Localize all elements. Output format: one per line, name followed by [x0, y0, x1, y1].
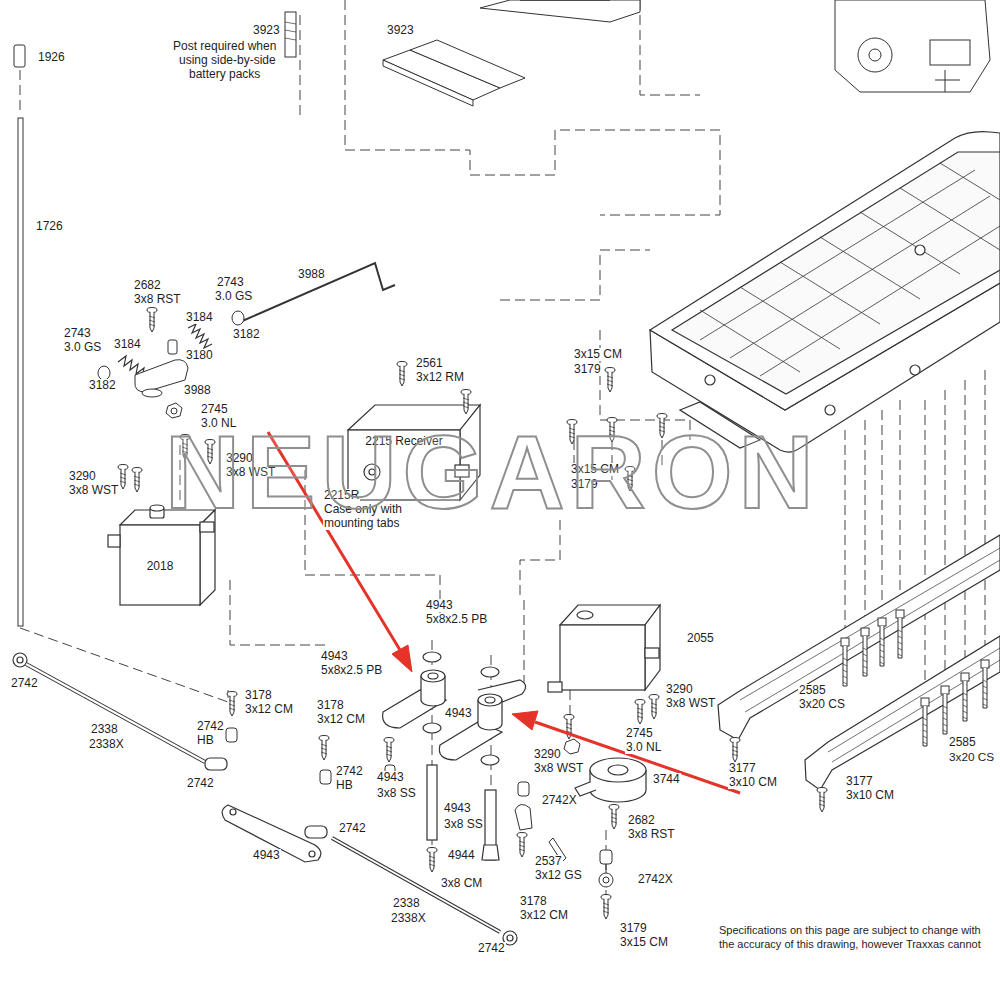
- callout-number: 3179: [573, 363, 602, 376]
- callout-number: 2742: [335, 765, 364, 778]
- callout-number: 4943: [252, 849, 281, 862]
- callout-number: 2585: [948, 736, 977, 749]
- callout-number: 3x8 RST: [627, 828, 676, 841]
- disclaimer-note: Specifications on this page are subject …: [718, 924, 982, 937]
- callout-number: 2742: [477, 942, 506, 955]
- callout-number: 3923: [386, 24, 415, 37]
- callout-number: 4943: [443, 802, 472, 815]
- callout-number: 4943: [444, 707, 473, 720]
- callout-number: 3x8 RST: [133, 293, 182, 306]
- callout-number: 1926: [37, 51, 66, 64]
- callout-number: 4943: [320, 650, 349, 663]
- callout-number: battery packs: [188, 68, 261, 81]
- callout-number: 3182: [88, 379, 117, 392]
- callout-number: 2743: [216, 276, 245, 289]
- callout-number: 2682: [133, 279, 162, 292]
- callout-number: 3179: [619, 922, 648, 935]
- callout-number: 2742: [338, 822, 367, 835]
- disclaimer-note: the accuracy of this drawing, however Tr…: [718, 938, 982, 951]
- callout-number: 3290: [665, 683, 694, 696]
- callout-number: using side-by-side: [178, 54, 277, 67]
- callout-number: 2742: [196, 720, 225, 733]
- callout-number: 3178: [244, 689, 273, 702]
- callout-number: 2742: [10, 677, 39, 690]
- callout-number: 2745: [200, 403, 229, 416]
- callout-number: 3184: [185, 311, 214, 324]
- callout-number: 3.0 GS: [63, 341, 102, 354]
- callout-number: 3178: [316, 699, 345, 712]
- callout-number: 3290: [533, 748, 562, 761]
- callout-number: 2745: [625, 727, 654, 740]
- callout-number: 3988: [297, 268, 326, 281]
- callout-number: HB: [196, 734, 215, 747]
- callout-number: 3x12 RM: [415, 371, 465, 384]
- part-name: 2018: [146, 559, 175, 573]
- callout-number: 3x12 CM: [244, 703, 294, 716]
- callout-number: 2055: [686, 632, 715, 645]
- callout-number: 3x8 CM: [440, 877, 483, 890]
- callout-number: 3.0 GS: [214, 290, 253, 303]
- callout-number: 3988: [183, 384, 212, 397]
- callout-number: 3x12 CM: [519, 909, 569, 922]
- callout-number: 3x12 GS: [534, 869, 583, 882]
- callout-number: 3x8 WST: [533, 762, 584, 775]
- callout-number: 4944: [447, 849, 476, 862]
- callout-number: HB: [335, 779, 354, 792]
- callout-number: 3x8 SS: [443, 818, 484, 831]
- callout-number: 2742: [186, 777, 215, 790]
- callout-number: 3x15 CM: [573, 348, 623, 361]
- callout-number: 3182: [232, 328, 261, 341]
- callout-number: Post required when: [172, 40, 277, 53]
- callout-number: 2585: [798, 684, 827, 697]
- callout-number: 3x20 CS: [948, 750, 995, 763]
- callout-number: 5x8x2.5 PB: [320, 664, 383, 677]
- callout-number: 3x15 CM: [619, 936, 669, 949]
- callout-number: 3x20 CS: [798, 698, 846, 711]
- callout-number: 3923: [252, 24, 281, 37]
- callout-number: 3744: [652, 773, 681, 786]
- callout-number: 3x8 SS: [376, 787, 417, 800]
- callout-number: 3x8 WST: [68, 484, 119, 497]
- callout-number: 2338X: [390, 912, 427, 925]
- callout-number: 3178: [519, 895, 548, 908]
- callout-number: 3184: [113, 338, 142, 351]
- callout-number: 3x12 CM: [316, 713, 366, 726]
- callout-number: 2338: [392, 897, 421, 910]
- callout-number: 1726: [35, 220, 64, 233]
- callout-number: 3x8 WST: [665, 697, 716, 710]
- servo-box: 2018: [122, 527, 198, 603]
- callout-number: 3180: [185, 349, 214, 362]
- callout-number: 4943: [425, 599, 454, 612]
- callout-number: 2338X: [88, 738, 125, 751]
- callout-number: 2743: [63, 327, 92, 340]
- callout-number: 2742X: [541, 794, 578, 807]
- watermark: NEUGARON: [165, 420, 820, 524]
- callout-number: 5x8x2.5 PB: [425, 613, 488, 626]
- callout-number: 2682: [627, 814, 656, 827]
- callout-number: 3177: [728, 762, 757, 775]
- callout-number: 2561: [415, 357, 444, 370]
- callout-number: 4943: [376, 771, 405, 784]
- callout-number: 3x10 CM: [845, 789, 895, 802]
- callout-number: 3x10 CM: [728, 776, 778, 789]
- callout-number: 2742X: [637, 873, 674, 886]
- callout-number: 2338: [90, 723, 119, 736]
- callout-number: 2537: [534, 855, 563, 868]
- callout-number: 3177: [845, 775, 874, 788]
- callout-number: 3290: [68, 470, 97, 483]
- callout-number: 3.0 NL: [625, 741, 662, 754]
